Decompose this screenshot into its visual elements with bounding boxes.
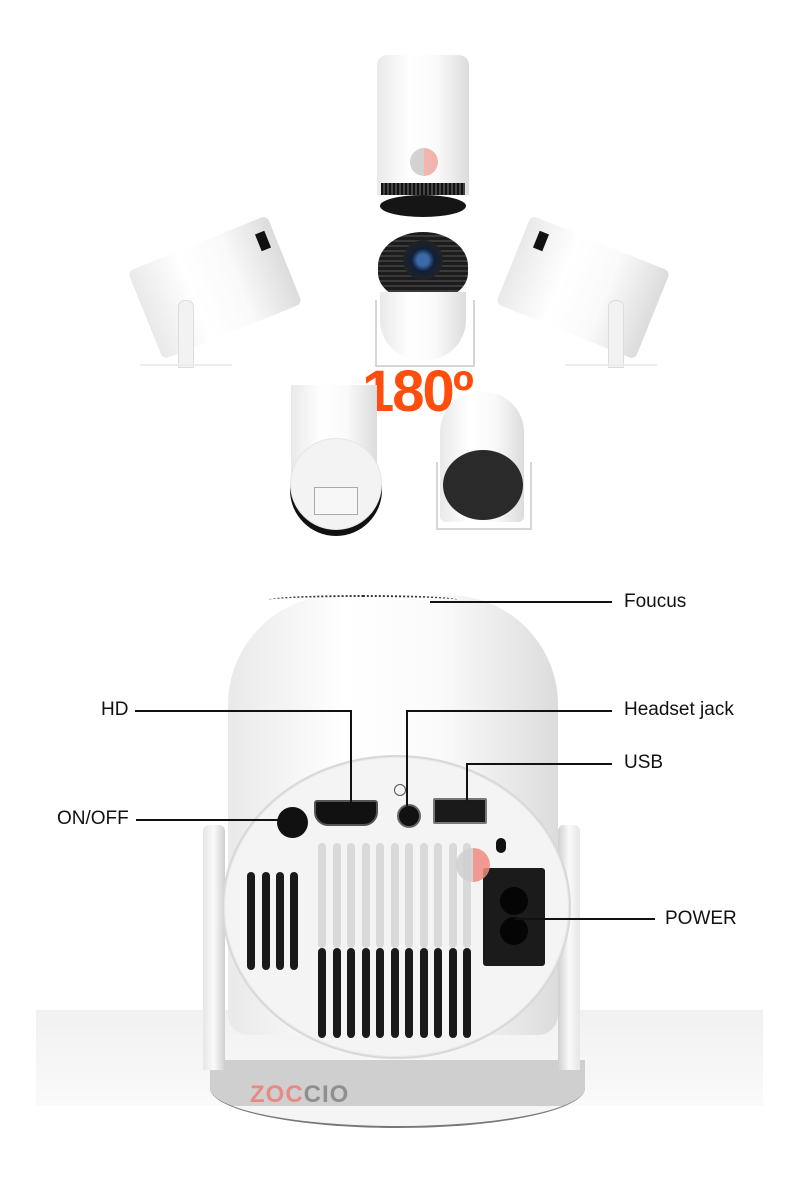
hd-callout-line-v [350, 710, 352, 810]
hd-callout-line-h [135, 710, 352, 712]
power-callout-line [515, 918, 655, 920]
watermark-text-right: CIO [303, 1081, 350, 1108]
focus-callout-line [430, 601, 612, 603]
side-vent [262, 872, 270, 970]
projector-base [210, 1060, 585, 1128]
headset-label: Headset jack [624, 699, 734, 720]
lens-cap-top [380, 195, 466, 217]
front-stand [375, 300, 475, 367]
watermark-bag-icon [456, 848, 490, 882]
reset-button[interactable] [496, 838, 506, 853]
headset-callout-line-h [406, 710, 612, 712]
hdmi-port[interactable] [314, 800, 378, 826]
bottom-label-plate [314, 487, 358, 515]
left-stand [178, 300, 194, 368]
lens-icon [403, 240, 443, 280]
usb-label: USB [624, 752, 664, 773]
watermark-logo: ZOCCIO [250, 1081, 349, 1109]
headset-jack[interactable] [397, 804, 421, 828]
side-vent [290, 872, 298, 970]
power-label: POWER [665, 908, 737, 929]
stand-arm-left [203, 825, 225, 1070]
onoff-label: ON/OFF [57, 808, 129, 829]
usb-callout-line-v [466, 763, 468, 801]
hd-label: HD [101, 699, 129, 720]
right-base [565, 364, 657, 366]
rear-small-stand [436, 462, 532, 530]
headset-callout-line-v [406, 710, 408, 806]
right-stand [608, 300, 624, 368]
usb-callout-line-h [466, 763, 612, 765]
socket-hole-top [500, 887, 528, 915]
projector-left-tilt [127, 215, 303, 360]
socket-hole-bottom [500, 917, 528, 945]
side-vent [247, 872, 255, 970]
left-base [140, 364, 232, 366]
focus-ring [381, 183, 465, 195]
rear-small-panel [443, 450, 523, 520]
power-button[interactable] [277, 807, 308, 838]
bottom-view-cap [290, 438, 382, 530]
focus-label: Foucus [624, 591, 687, 612]
watermark-text-left: ZOC [250, 1081, 304, 1108]
small-watermark-icon [410, 148, 438, 176]
projector-right-tilt [495, 215, 671, 360]
fan-icon [394, 784, 406, 796]
front-body [380, 292, 466, 360]
focus-ring-edge [268, 595, 458, 605]
onoff-callout-line [136, 819, 286, 821]
side-vent [276, 872, 284, 970]
usb-port[interactable] [433, 798, 487, 824]
